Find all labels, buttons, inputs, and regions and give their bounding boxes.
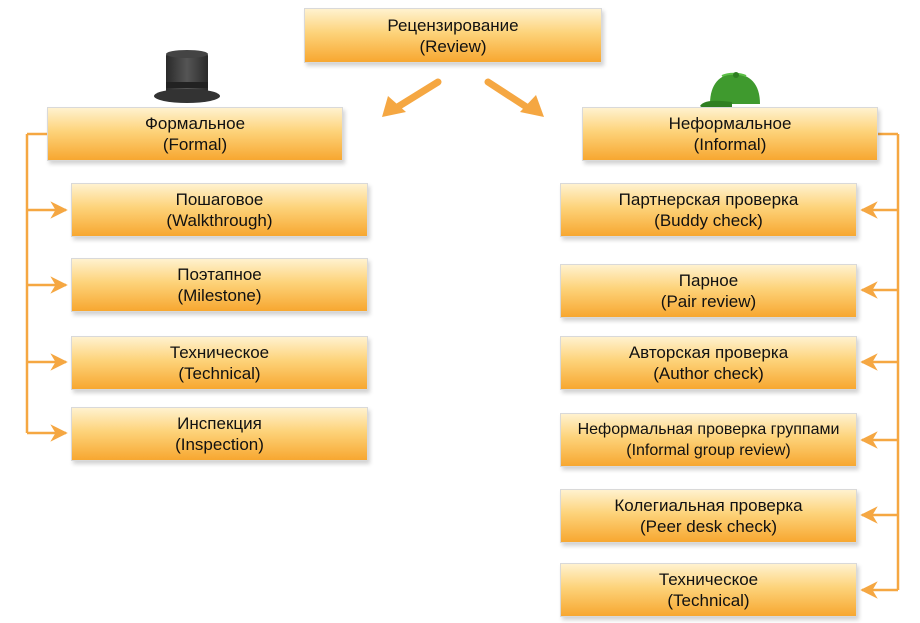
formal-bracket bbox=[25, 132, 68, 442]
formal-item-label: Техническое bbox=[169, 343, 270, 362]
top-hat-icon bbox=[154, 50, 220, 103]
informal-item-pair-review: Парное (Pair review) bbox=[560, 264, 857, 318]
root-node-sublabel: (Review) bbox=[419, 36, 487, 56]
root-node-label: Рецензирование bbox=[387, 15, 519, 35]
formal-node-sublabel: (Formal) bbox=[162, 135, 228, 154]
informal-node-label: Неформальное bbox=[668, 114, 792, 133]
formal-item-label: Инспекция bbox=[177, 414, 262, 433]
baseball-cap-icon bbox=[700, 72, 760, 109]
formal-item-label: Пошаговое bbox=[175, 190, 264, 209]
formal-item-technical: Техническое (Technical) bbox=[71, 336, 368, 390]
informal-bracket bbox=[860, 132, 900, 599]
root-node-review: Рецензирование (Review) bbox=[304, 8, 602, 63]
informal-item-label: Авторская проверка bbox=[628, 343, 789, 362]
informal-item-sublabel: (Author check) bbox=[653, 364, 764, 383]
formal-item-sublabel: (Walkthrough) bbox=[166, 211, 273, 230]
formal-node: Формальное (Formal) bbox=[47, 107, 343, 161]
formal-node-label: Формальное bbox=[144, 114, 246, 133]
informal-item-author-check: Авторская проверка (Author check) bbox=[560, 336, 857, 390]
informal-item-group-review: Неформальная проверка группами (Informal… bbox=[560, 413, 857, 467]
arrow-to-formal bbox=[382, 78, 442, 117]
informal-item-sublabel: (Technical) bbox=[667, 591, 750, 610]
informal-item-label: Техническое bbox=[658, 570, 759, 589]
formal-item-walkthrough: Пошаговое (Walkthrough) bbox=[71, 183, 368, 237]
informal-item-sublabel: (Pair review) bbox=[660, 292, 757, 311]
informal-item-label: Неформальная проверка группами bbox=[577, 421, 840, 438]
informal-item-label: Парное bbox=[678, 271, 739, 290]
informal-item-label: Колегиальная проверка bbox=[614, 496, 803, 515]
informal-item-peer-desk-check: Колегиальная проверка (Peer desk check) bbox=[560, 489, 857, 543]
informal-node: Неформальное (Informal) bbox=[582, 107, 878, 161]
formal-item-inspection: Инспекция (Inspection) bbox=[71, 407, 368, 461]
formal-item-sublabel: (Inspection) bbox=[175, 435, 264, 454]
informal-item-sublabel: (Buddy check) bbox=[654, 211, 763, 230]
informal-item-sublabel: (Peer desk check) bbox=[640, 517, 777, 536]
formal-item-label: Поэтапное bbox=[177, 265, 262, 284]
informal-item-sublabel: (Informal group review) bbox=[626, 442, 791, 459]
formal-item-milestone: Поэтапное (Milestone) bbox=[71, 258, 368, 312]
informal-item-technical: Техническое (Technical) bbox=[560, 563, 857, 617]
formal-item-sublabel: (Milestone) bbox=[177, 286, 262, 305]
informal-item-label: Партнерская проверка bbox=[618, 190, 799, 209]
informal-item-buddy-check: Партнерская проверка (Buddy check) bbox=[560, 183, 857, 237]
formal-item-sublabel: (Technical) bbox=[178, 364, 261, 383]
informal-node-sublabel: (Informal) bbox=[693, 135, 767, 154]
arrow-to-informal bbox=[484, 78, 544, 117]
